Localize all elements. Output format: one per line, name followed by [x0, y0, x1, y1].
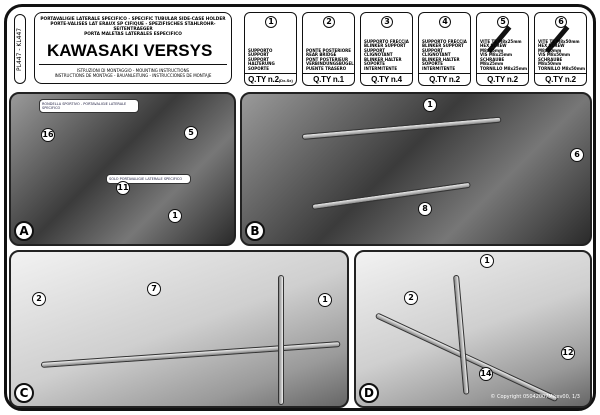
subtitle-line: PORTAVALIGIE LATERALE SPECIFICO - SPECIF… [40, 17, 226, 22]
part-description: VITE TE M8x50mm HEX SCREW M8x50mm VIS M8… [538, 38, 586, 71]
title-box: PORTAVALIGIE LATERALE SPECIFICO - SPECIF… [34, 12, 232, 84]
part-number: 2 [323, 16, 335, 28]
callout-16: 16 [41, 128, 55, 142]
callout-1: 1 [480, 254, 494, 268]
sheet-frame [4, 4, 596, 411]
callout-2: 2 [32, 292, 46, 306]
part-quantity: Q.TY n.1 [303, 73, 354, 85]
callout-11: 11 [116, 181, 130, 195]
rack-tube [311, 181, 471, 210]
part-quantity: Q.TY n.4 [361, 73, 412, 85]
quantity-side-note: (Dx-Sx) [278, 78, 293, 83]
part-description: SUPPORTO FRECCIA BLINKER SUPPORT SUPPORT… [422, 38, 467, 71]
subtitle-line: PORTA MALETAS LATERALES ESPECIFICO [84, 32, 182, 37]
note-bottom: SOLO PORTAVALIGIE LATERALE SPECIFICO [106, 174, 191, 184]
part-description: PONTE POSTERIORE REAR BRIDGE PONT POSTER… [306, 47, 354, 71]
part-description: SUPPORTO FRECCIA BLINKER SUPPORT SUPPORT… [364, 38, 409, 71]
part-number: 3 [381, 16, 393, 28]
callout-8: 8 [418, 202, 432, 216]
callout-5: 5 [184, 126, 198, 140]
instructions-line: INSTRUCTIONS DE MONTAGE - BAUANLEITUNG -… [54, 73, 212, 78]
panel-a: RONDELLA SPORTIVO - PORTAVALIGIE LATERAL… [9, 92, 236, 246]
panel-letter: C [14, 383, 34, 403]
callout-1: 1 [168, 209, 182, 223]
rack-tube [278, 275, 284, 405]
callout-2: 2 [404, 291, 418, 305]
panel-letter: D [359, 383, 379, 403]
part-description: SUPPORTO SUPPORT SUPPORT HALTERUNG SOPOR… [248, 47, 275, 71]
panel-letter: B [245, 221, 265, 241]
instructions-label: ISTRUZIONI DI MONTAGGIO - MOUNTING INSTR… [35, 68, 231, 78]
copyright: © Copyright 05042007M/rev00, 1/3 [490, 394, 580, 400]
rack-tube [301, 116, 502, 140]
rack-tube [40, 341, 341, 368]
rack-tube [453, 274, 470, 395]
page-title: KAWASAKI VERSYS [39, 41, 227, 65]
instructions-line: ISTRUZIONI DI MONTAGGIO - MOUNTING INSTR… [76, 68, 190, 73]
callout-6: 6 [570, 148, 584, 162]
part-quantity: Q.TY n.2 [419, 73, 470, 85]
callout-1: 1 [318, 293, 332, 307]
callout-14: 14 [479, 367, 493, 381]
part-number: 4 [439, 16, 451, 28]
part-quantity: Q.TY n.2 [477, 73, 528, 85]
note-top: RONDELLA SPORTIVO - PORTAVALIGIE LATERAL… [39, 99, 139, 113]
callout-1: 1 [423, 98, 437, 112]
part-description: VITE TE M8x25mm HEX SCREW M8x25mm VIS M8… [480, 38, 528, 71]
product-code: PL447 - KL447 [14, 14, 26, 84]
part-number: 5 [497, 16, 509, 28]
part-number: 6 [555, 16, 567, 28]
panel-c: 2 7 1 C [9, 250, 349, 408]
part-quantity: Q.TY n.2 [535, 73, 586, 85]
part-quantity: Q.TY n.2(Dx-Sx) [245, 73, 296, 85]
panel-d: 1 2 12 14 D © Copyright 05042007M/rev00,… [354, 250, 592, 408]
callout-7: 7 [147, 282, 161, 296]
callout-12: 12 [561, 346, 575, 360]
panel-letter: A [14, 221, 34, 241]
panel-b: 1 6 8 B [240, 92, 592, 246]
subtitle-line: PORTE-VALISES LAT ERAUX SP CIFIQUE - SPE… [50, 22, 216, 32]
part-number: 1 [265, 16, 277, 28]
subtitle: PORTAVALIGIE LATERALE SPECIFICO - SPECIF… [35, 17, 231, 37]
